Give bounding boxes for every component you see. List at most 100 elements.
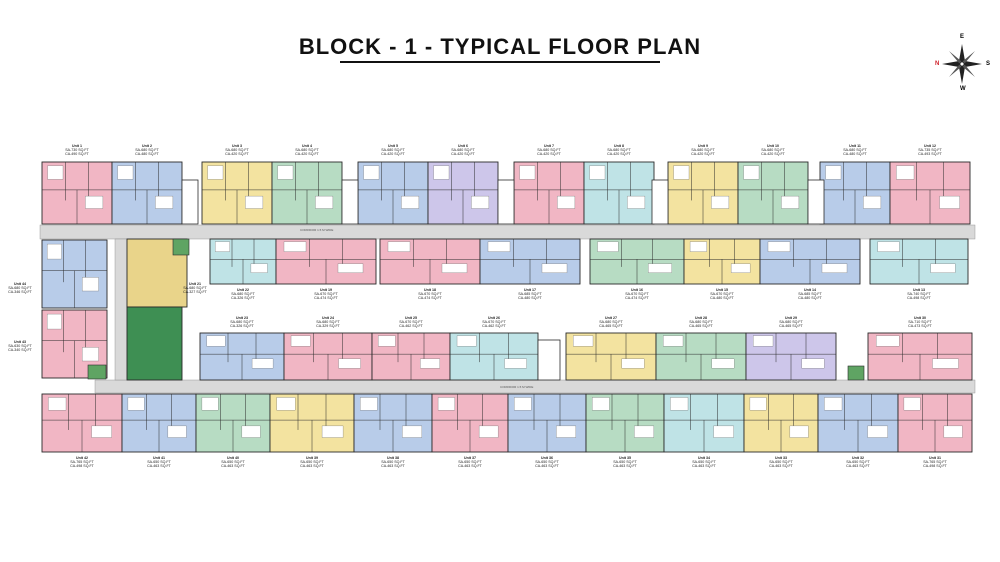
unit-label-bottom-9-ca: CA-463 SQ.FT	[692, 464, 716, 469]
unit-upper-mid-8-bed	[877, 241, 900, 252]
unit-label-top-11-name: Unit 11	[849, 144, 861, 148]
unit-top-4-bed	[277, 165, 294, 180]
unit-bottom-6-bed	[437, 397, 455, 411]
unit-label-21-sa: SA-680 SQ.FT	[183, 286, 207, 291]
unit-lower-mid-4-bed	[456, 335, 477, 347]
vertical-corridor	[114, 238, 128, 381]
unit-bottom-3-bed	[201, 397, 219, 411]
unit-top-6-kitchen	[471, 195, 490, 209]
unit-label-left-43-sa: SA-630 SQ.FT	[8, 344, 32, 349]
lift-shaft-3	[847, 365, 865, 381]
unit-label-lower-mid-5-sa: SA-680 SQ.FT	[599, 320, 623, 325]
unit-label-lower-mid-2-ca: CA-329 SQ.FT	[316, 324, 340, 329]
unit-label-upper-mid-1-ca: CA-326 SQ.FT	[231, 296, 255, 301]
unit-label-lower-mid-7-name: Unit 29	[785, 316, 797, 320]
unit-lower-mid-2-kitchen	[338, 358, 361, 369]
unit-bottom-5-bed	[360, 397, 378, 411]
unit-left-44-kitchen	[82, 277, 99, 292]
unit-label-bottom-9-name: Unit 34	[698, 456, 710, 460]
bottom-corridor-label: CORRIDOR 1.5 M WIDE	[500, 385, 534, 389]
unit-label-lower-mid-4-name: Unit 26	[488, 316, 500, 320]
unit-bottom-3-kitchen	[241, 425, 261, 438]
unit-label-top-2-sa: SA-680 SQ.FT	[135, 148, 159, 153]
unit-label-top-8-sa: SA-680 SQ.FT	[607, 148, 631, 153]
unit-label-upper-mid-2-ca: CA-474 SQ.FT	[314, 296, 338, 301]
unit-top-8-kitchen	[627, 195, 646, 209]
unit-label-lower-mid-8-ca: CA-473 SQ.FT	[908, 324, 932, 329]
unit-label-upper-mid-6-name: Unit 15	[716, 288, 728, 292]
unit-label-bottom-3-sa: SA-650 SQ.FT	[221, 460, 245, 465]
unit-label-lower-mid-3-ca: CA-462 SQ.FT	[399, 324, 423, 329]
unit-upper-mid-4-kitchen	[541, 263, 568, 273]
unit-top-12-kitchen	[939, 195, 960, 209]
unit-label-bottom-8-ca: CA-463 SQ.FT	[613, 464, 637, 469]
unit-bottom-7-kitchen	[556, 425, 577, 438]
unit-top-7-bed	[519, 165, 536, 180]
unit-label-upper-mid-2-sa: SA-670 SQ.FT	[314, 292, 338, 297]
unit-label-upper-mid-3-name: Unit 18	[424, 288, 436, 292]
unit-label-lower-mid-5-ca: CA-465 SQ.FT	[599, 324, 623, 329]
unit-upper-mid-2-kitchen	[337, 263, 364, 273]
unit-label-top-2-ca: CA-480 SQ.FT	[135, 152, 159, 157]
unit-label-bottom-6-sa: SA-650 SQ.FT	[458, 460, 482, 465]
unit-label-top-6-name: Unit 6	[458, 144, 468, 148]
unit-label-top-6-ca: CA-420 SQ.FT	[451, 152, 475, 157]
unit-upper-mid-1-bed	[215, 241, 230, 252]
unit-top-3-bed	[207, 165, 224, 180]
unit-label-top-1-ca: CA-490 SQ.FT	[65, 152, 89, 157]
unit-lower-mid-7-bed	[753, 335, 774, 347]
unit-label-bottom-7-name: Unit 36	[541, 456, 553, 460]
unit-label-lower-mid-6-name: Unit 28	[695, 316, 707, 320]
unit-label-upper-mid-1-name: Unit 22	[237, 288, 249, 292]
unit-label-lower-mid-5-name: Unit 27	[605, 316, 617, 320]
unit-label-lower-mid-1-ca: CA-326 SQ.FT	[230, 324, 254, 329]
unit-bottom-1-kitchen	[91, 425, 112, 438]
unit-label-lower-mid-2-sa: SA-680 SQ.FT	[316, 320, 340, 325]
unit-upper-mid-1-kitchen	[250, 263, 268, 273]
unit-label-top-3-ca: CA-420 SQ.FT	[225, 152, 249, 157]
unit-21-amenity	[126, 306, 183, 381]
unit-top-9-bed	[673, 165, 690, 180]
unit-lower-mid-8-bed	[876, 335, 900, 347]
unit-label-upper-mid-1-sa: SA-680 SQ.FT	[231, 292, 255, 297]
unit-label-lower-mid-3-sa: SA-670 SQ.FT	[399, 320, 423, 325]
unit-upper-mid-6-bed	[689, 241, 707, 252]
top-core-5	[807, 179, 825, 225]
unit-label-left-44-name: Unit 44	[14, 282, 26, 286]
unit-label-top-5-ca: CA-420 SQ.FT	[381, 152, 405, 157]
unit-lower-mid-3-bed	[378, 335, 396, 347]
unit-label-bottom-3-ca: CA-463 SQ.FT	[221, 464, 245, 469]
page-title: BLOCK - 1 - TYPICAL FLOOR PLAN	[298, 34, 702, 59]
unit-bottom-9-kitchen	[713, 425, 734, 438]
unit-bottom-12-bed	[903, 397, 921, 411]
unit-label-bottom-6-ca: CA-463 SQ.FT	[458, 464, 482, 469]
unit-label-upper-mid-5-ca: CA-474 SQ.FT	[625, 296, 649, 301]
unit-top-2-bed	[117, 165, 134, 180]
unit-upper-mid-3-kitchen	[441, 263, 468, 273]
unit-label-top-7-name: Unit 7	[544, 144, 554, 148]
unit-bottom-1-bed	[48, 397, 67, 411]
unit-label-left-43-ca: CA-340 SQ.FT	[8, 348, 32, 353]
unit-label-top-1-sa: SA-730 SQ.FT	[65, 148, 89, 153]
unit-label-top-1-name: Unit 1	[72, 144, 82, 148]
unit-label-bottom-5-ca: CA-463 SQ.FT	[381, 464, 405, 469]
